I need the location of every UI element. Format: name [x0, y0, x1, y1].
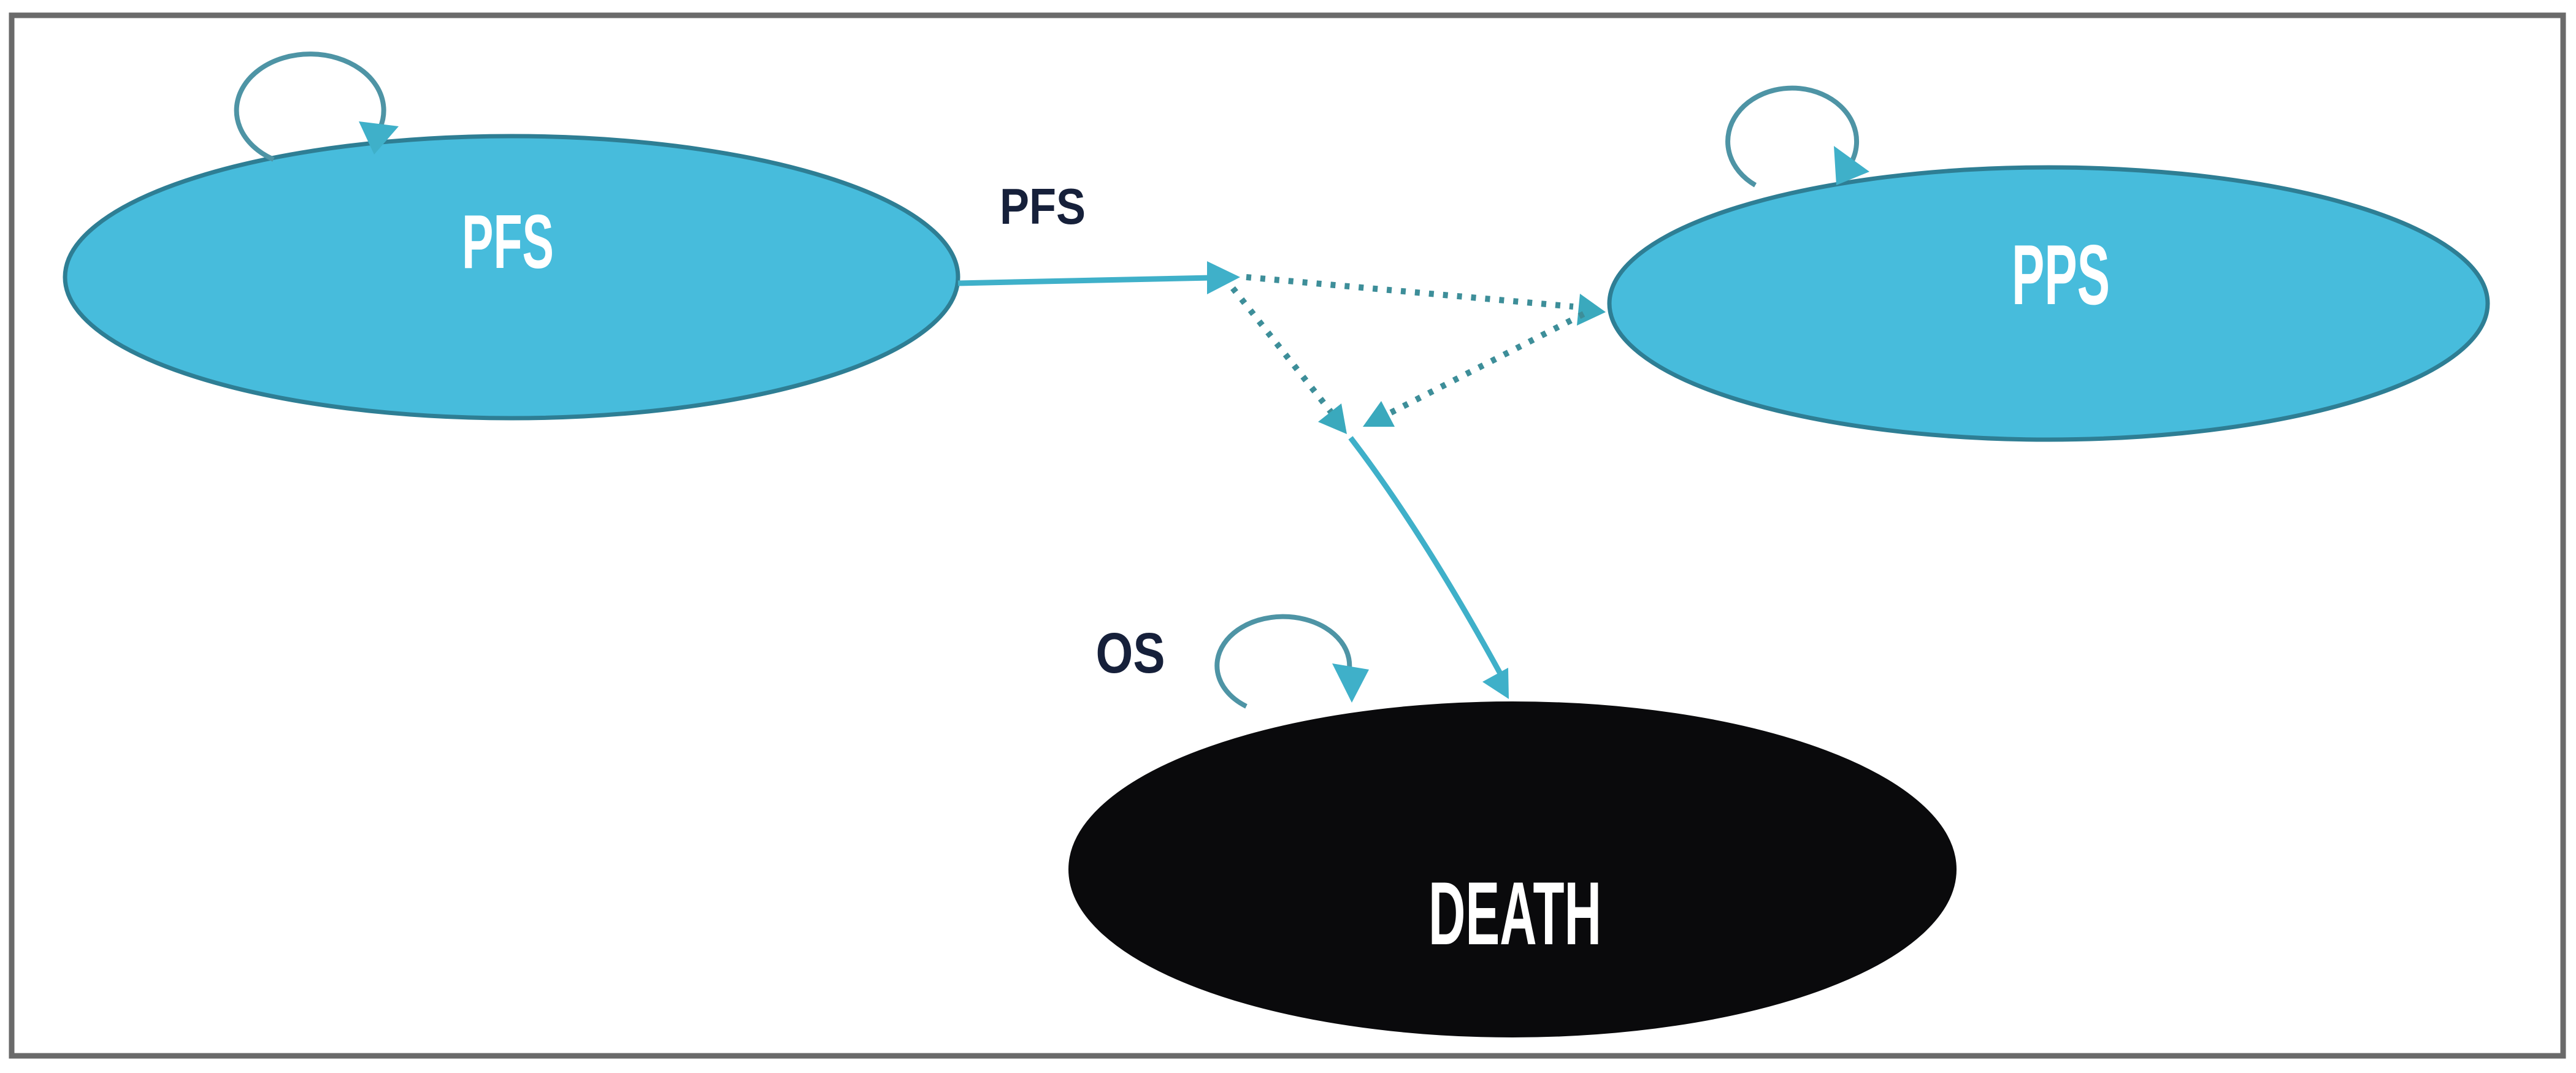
pps-self-loop-arrow [1725, 85, 1869, 188]
arrow-death-shaft [1348, 436, 1504, 678]
state-death: DEATH [1068, 701, 1957, 1037]
dotted-arrow-junction-to-pps [1246, 274, 1606, 326]
pps-self-loop-arc [1725, 85, 1860, 188]
arrow-pfs-arrowhead-icon [1207, 261, 1240, 294]
dotted-arrow-pps-arrowhead-icon [1577, 294, 1606, 326]
pfs-self-loop-arrowhead-icon [359, 121, 399, 155]
dotted-arrow-pps-vertex-shaft [1377, 311, 1585, 422]
death-state-label: DEATH [1428, 863, 1601, 963]
death-self-loop-arrowhead-icon [1332, 663, 1369, 703]
arrow-pfs-shaft [957, 275, 1212, 286]
dotted-arrow-pps-shaft [1246, 274, 1574, 310]
pfs-ellipse [63, 134, 960, 421]
death-self-loop-arrow [1214, 614, 1369, 709]
state-pps: PPS [1607, 165, 2490, 442]
pfs-self-loop-arrow [234, 52, 399, 162]
death-ellipse [1068, 701, 1957, 1037]
pps-ellipse [1607, 165, 2490, 442]
arrow-death-arrowhead-icon [1482, 668, 1509, 699]
state-pfs: PFS [63, 134, 960, 421]
arrow-pfs-to-junction [957, 261, 1240, 294]
dotted-arrow-vertex-arrowhead-icon [1318, 403, 1347, 434]
dotted-arrow-vertex-shaft [1230, 286, 1338, 421]
dotted-arrow-pps-to-vertex [1363, 311, 1585, 427]
figure-border-frame [9, 12, 2566, 1059]
pfs-self-loop-arc [234, 52, 386, 162]
arrow-vertex-to-death [1348, 436, 1509, 699]
dotted-arrow-pps-vertex-arrowhead-icon [1363, 401, 1395, 427]
death-self-loop-arc [1214, 614, 1352, 709]
pps-self-loop-arrowhead-icon [1834, 146, 1869, 185]
pfs-transition-label: PFS [1000, 178, 1086, 235]
pps-state-label: PPS [2012, 227, 2110, 323]
pfs-state-label: PFS [462, 200, 554, 284]
os-transition-label: OS [1096, 621, 1165, 685]
dotted-arrow-junction-to-vertex [1230, 286, 1347, 434]
